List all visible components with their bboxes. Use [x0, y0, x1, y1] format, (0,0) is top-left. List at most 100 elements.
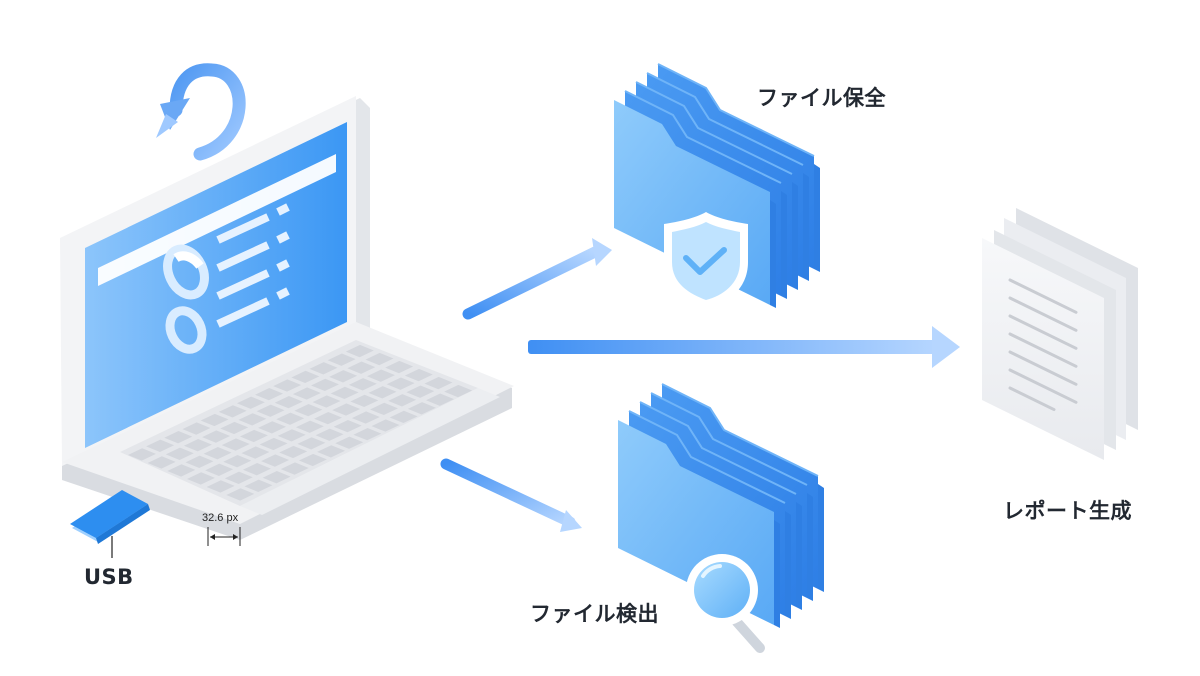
- key: [183, 439, 212, 452]
- key: [206, 480, 235, 493]
- key: [345, 344, 374, 358]
- key: [167, 464, 196, 477]
- folder-highlight: [650, 392, 808, 486]
- refresh-arrow-icon: [156, 63, 246, 161]
- key: [407, 402, 436, 415]
- label-report: レポート生成: [1003, 499, 1132, 523]
- key: [277, 429, 306, 442]
- arrow-to-detect: [440, 458, 582, 532]
- folder-highlight: [646, 72, 804, 166]
- label-usb: USB: [84, 565, 134, 589]
- key: [350, 394, 379, 408]
- magnifier-icon: [686, 554, 771, 659]
- key: [312, 395, 341, 408]
- key: [238, 413, 267, 426]
- key: [259, 437, 288, 451]
- laptop-screen: [85, 122, 347, 448]
- key: [295, 420, 324, 433]
- key: [221, 438, 250, 451]
- key: [147, 456, 176, 469]
- document-lines: [1008, 278, 1078, 412]
- document-line: [1008, 278, 1078, 314]
- folder-edge: [792, 182, 798, 290]
- key: [258, 421, 287, 434]
- key: [348, 378, 377, 391]
- key: [368, 386, 397, 399]
- key: [146, 439, 175, 452]
- key: [239, 429, 268, 443]
- key: [426, 393, 454, 406]
- folder-edge: [770, 200, 776, 308]
- key: [315, 428, 344, 441]
- laptop-icon: [60, 96, 514, 540]
- folder-highlight: [628, 410, 786, 504]
- document-line: [1008, 350, 1078, 386]
- folder-edge: [814, 164, 820, 272]
- key: [347, 361, 376, 374]
- measurement-marker: [207, 527, 241, 546]
- key: [226, 488, 255, 501]
- key: [261, 454, 290, 467]
- key: [276, 412, 305, 425]
- key: [406, 385, 435, 398]
- key: [353, 427, 382, 441]
- folder-highlight: [635, 81, 793, 175]
- arrow-to-protect: [462, 238, 612, 320]
- key: [389, 410, 418, 424]
- key: [335, 436, 364, 449]
- key: [367, 369, 395, 382]
- key: [182, 422, 211, 435]
- key: [332, 403, 361, 416]
- key: [236, 396, 265, 409]
- key: [223, 455, 252, 468]
- key: [404, 368, 433, 382]
- key: [365, 352, 394, 366]
- key: [241, 446, 270, 459]
- key: [298, 453, 327, 467]
- folder-edge: [807, 493, 813, 601]
- key: [309, 362, 338, 375]
- label-file-detect: ファイル検出: [530, 602, 659, 626]
- key: [274, 395, 303, 409]
- key: [371, 419, 400, 432]
- key: [244, 479, 273, 492]
- key: [205, 463, 234, 476]
- key: [424, 376, 453, 390]
- key: [280, 462, 309, 475]
- key: [220, 421, 249, 435]
- shield-icon: [664, 212, 748, 310]
- key: [262, 471, 291, 484]
- key: [333, 419, 362, 433]
- key: [164, 431, 193, 444]
- document-line: [1008, 368, 1078, 404]
- folder-edge: [796, 502, 802, 610]
- folder-edge: [803, 173, 809, 281]
- key: [218, 405, 247, 418]
- key: [385, 360, 414, 374]
- document-stack-icon: [982, 208, 1138, 460]
- key: [185, 455, 214, 468]
- key: [187, 472, 215, 485]
- folder-edge: [774, 520, 780, 628]
- key: [314, 411, 343, 425]
- key: [165, 447, 194, 460]
- key: [351, 411, 380, 424]
- key: [224, 471, 253, 484]
- key: [297, 437, 326, 450]
- key: [256, 404, 285, 417]
- folder-edge: [781, 191, 787, 299]
- key: [255, 387, 284, 401]
- key: [202, 430, 231, 443]
- usb-drive-icon: [70, 490, 150, 558]
- key: [386, 377, 415, 390]
- key: [200, 413, 229, 427]
- document-line: [1008, 314, 1078, 350]
- key: [273, 379, 302, 392]
- key: [444, 384, 473, 398]
- key: [370, 402, 398, 416]
- key: [279, 445, 308, 459]
- measure-label: 32.6 px: [202, 512, 239, 524]
- folder-edge: [818, 484, 824, 592]
- document-line: [1008, 332, 1078, 368]
